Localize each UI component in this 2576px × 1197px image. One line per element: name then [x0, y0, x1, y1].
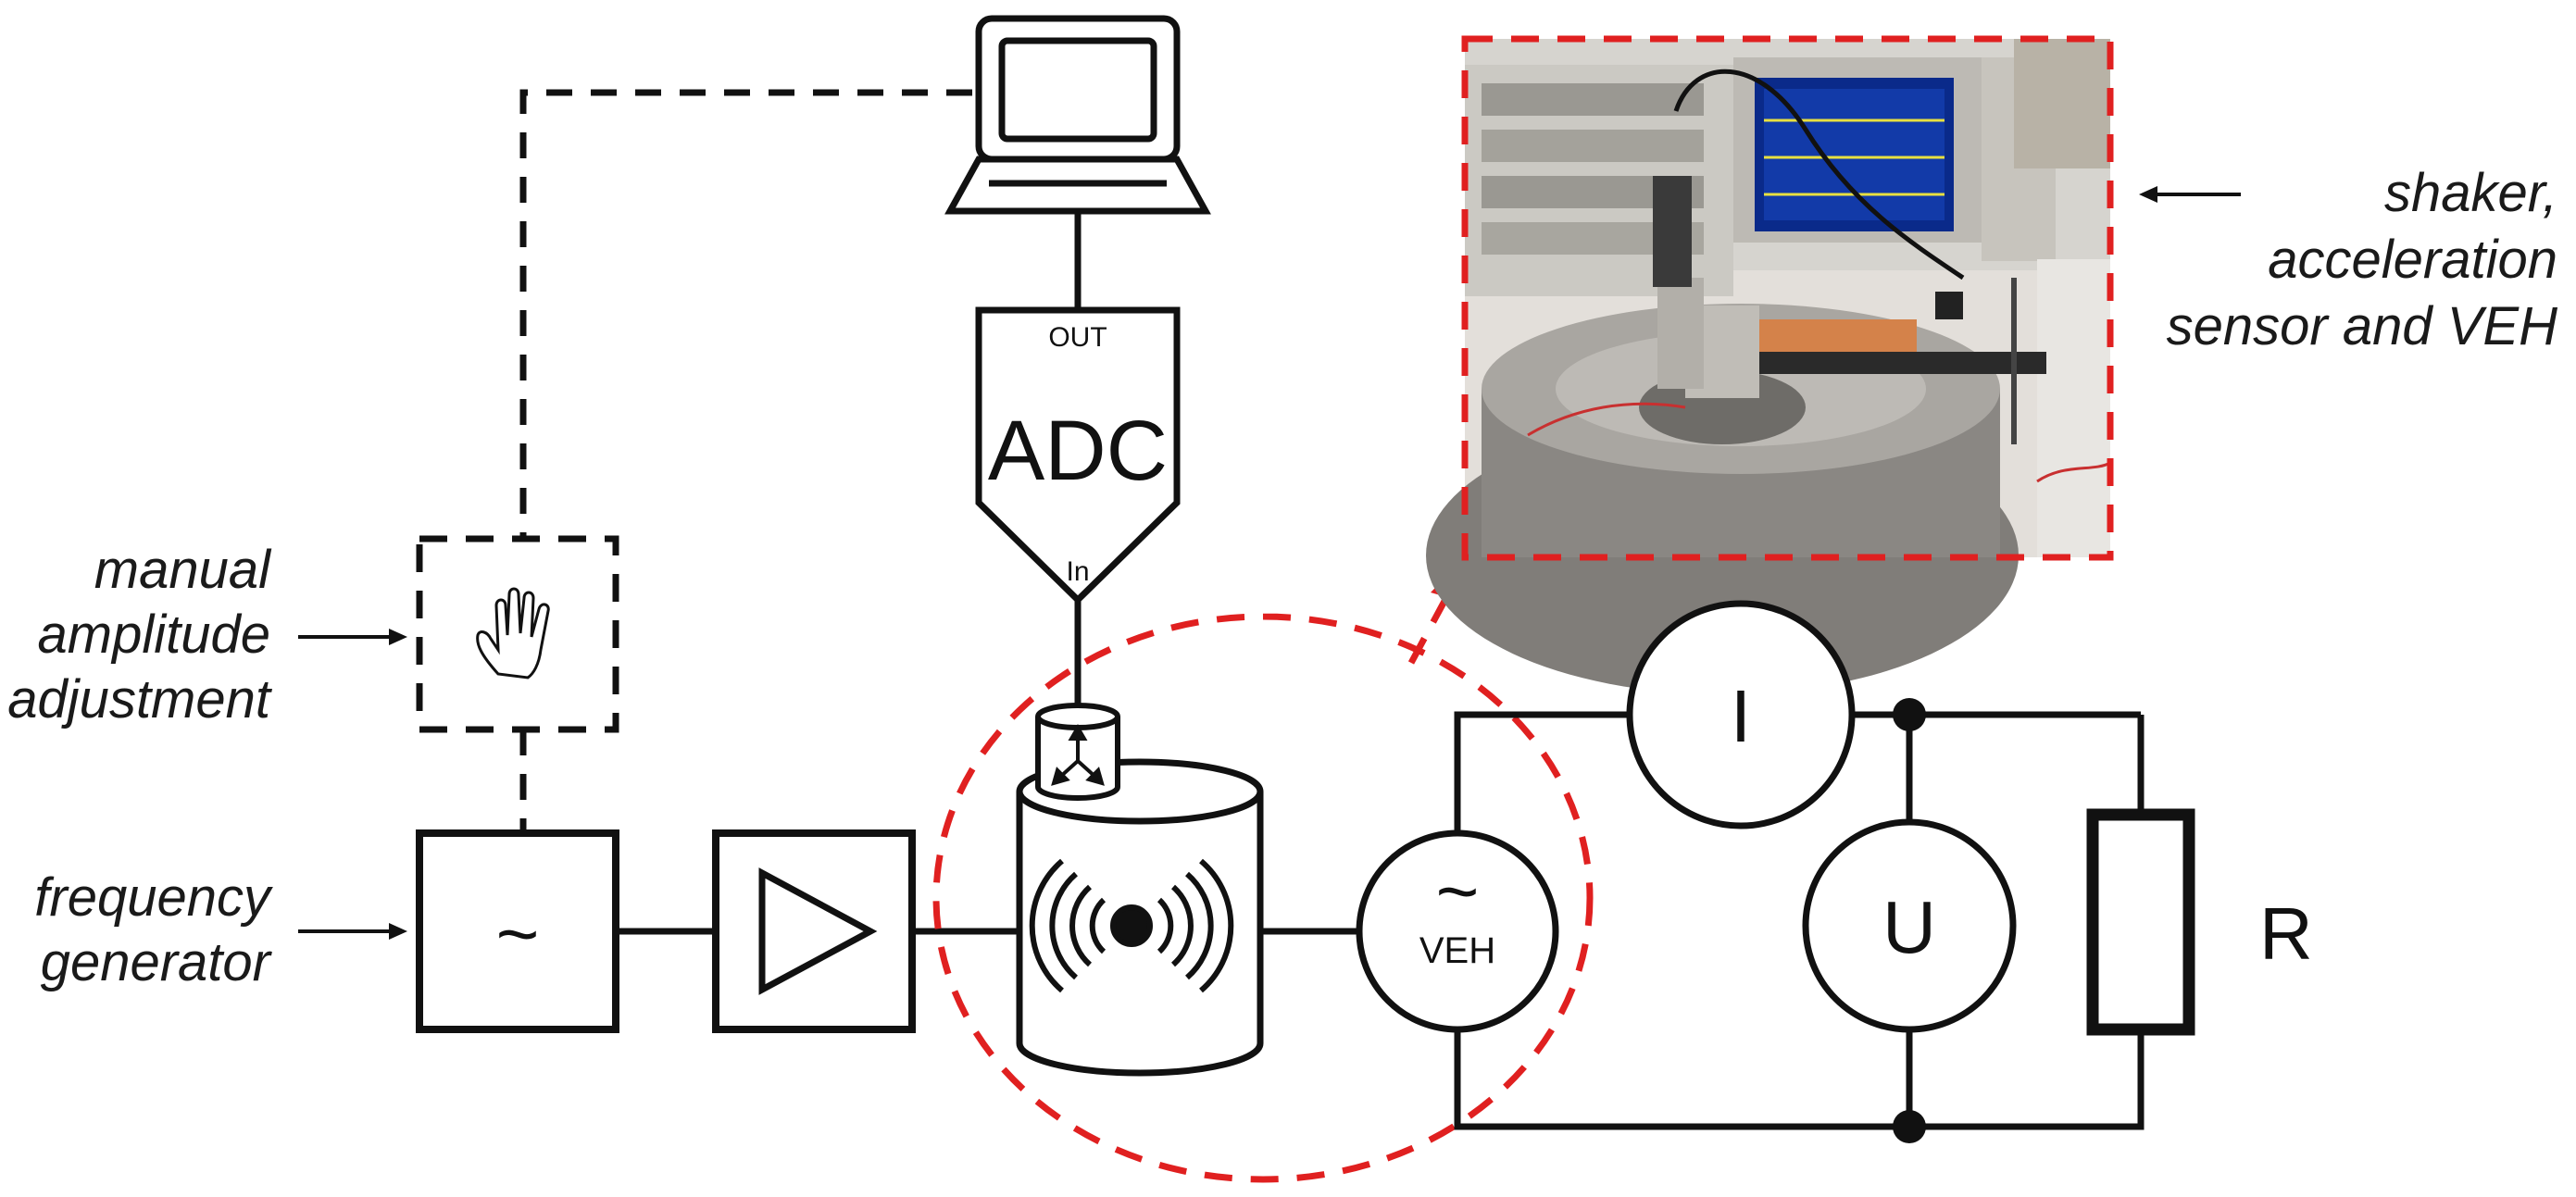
junction-dot-bottom	[1893, 1110, 1926, 1143]
shaker-label-line-2: acceleration	[2268, 230, 2557, 290]
voltage-meter-label: U	[1882, 886, 1936, 968]
frequency-label-line-2: generator	[41, 932, 273, 992]
shaker-photo	[1426, 39, 2111, 694]
hand-icon	[476, 587, 550, 680]
manual-label-line-3: adjustment	[7, 669, 273, 729]
shaker-label-line-3: sensor and VEH	[2167, 296, 2557, 356]
circuit-bottom-wire	[1454, 1029, 2145, 1130]
frequency-arrow-head	[389, 923, 407, 940]
shaker-label-line-1: shaker,	[2384, 163, 2557, 223]
manual-adjustment-box	[416, 535, 619, 733]
veh-source	[1356, 829, 1559, 1033]
highlight-pointer-line	[1407, 591, 1453, 665]
resistor-label: R	[2259, 892, 2313, 975]
voltage-meter	[1802, 818, 2017, 1033]
resistor-body	[2086, 808, 2195, 1036]
highlight-dashed-circle	[932, 613, 1594, 1183]
vibration-icon	[1029, 858, 1234, 993]
veh-symbol: ~	[1436, 850, 1480, 932]
veh-label: VEH	[1419, 930, 1495, 971]
current-meter-label: I	[1731, 675, 1751, 757]
current-meter	[1626, 600, 1856, 829]
adc-in-label: In	[1066, 556, 1089, 587]
manual-label-line-1: manual	[94, 540, 272, 600]
photo-dashed-frame	[1461, 35, 2114, 561]
laptop-icon	[944, 15, 1211, 215]
manual-arrow-head	[389, 629, 407, 645]
adc-out-label: OUT	[1048, 322, 1107, 353]
axes-arrows-icon	[1051, 724, 1105, 786]
control-dashed-line	[519, 89, 972, 539]
junction-dot-top	[1893, 698, 1926, 731]
amplifier-triangle-icon	[758, 867, 878, 995]
frequency-label-line-1: frequency	[34, 867, 273, 928]
manual-label-line-2: amplitude	[38, 605, 270, 665]
adc-block	[975, 306, 1181, 605]
circuit-top-left-wire	[1454, 711, 1630, 833]
generator-symbol: ~	[496, 892, 540, 975]
adc-label: ADC	[988, 404, 1168, 498]
shaker-arrow-head	[2139, 186, 2157, 203]
